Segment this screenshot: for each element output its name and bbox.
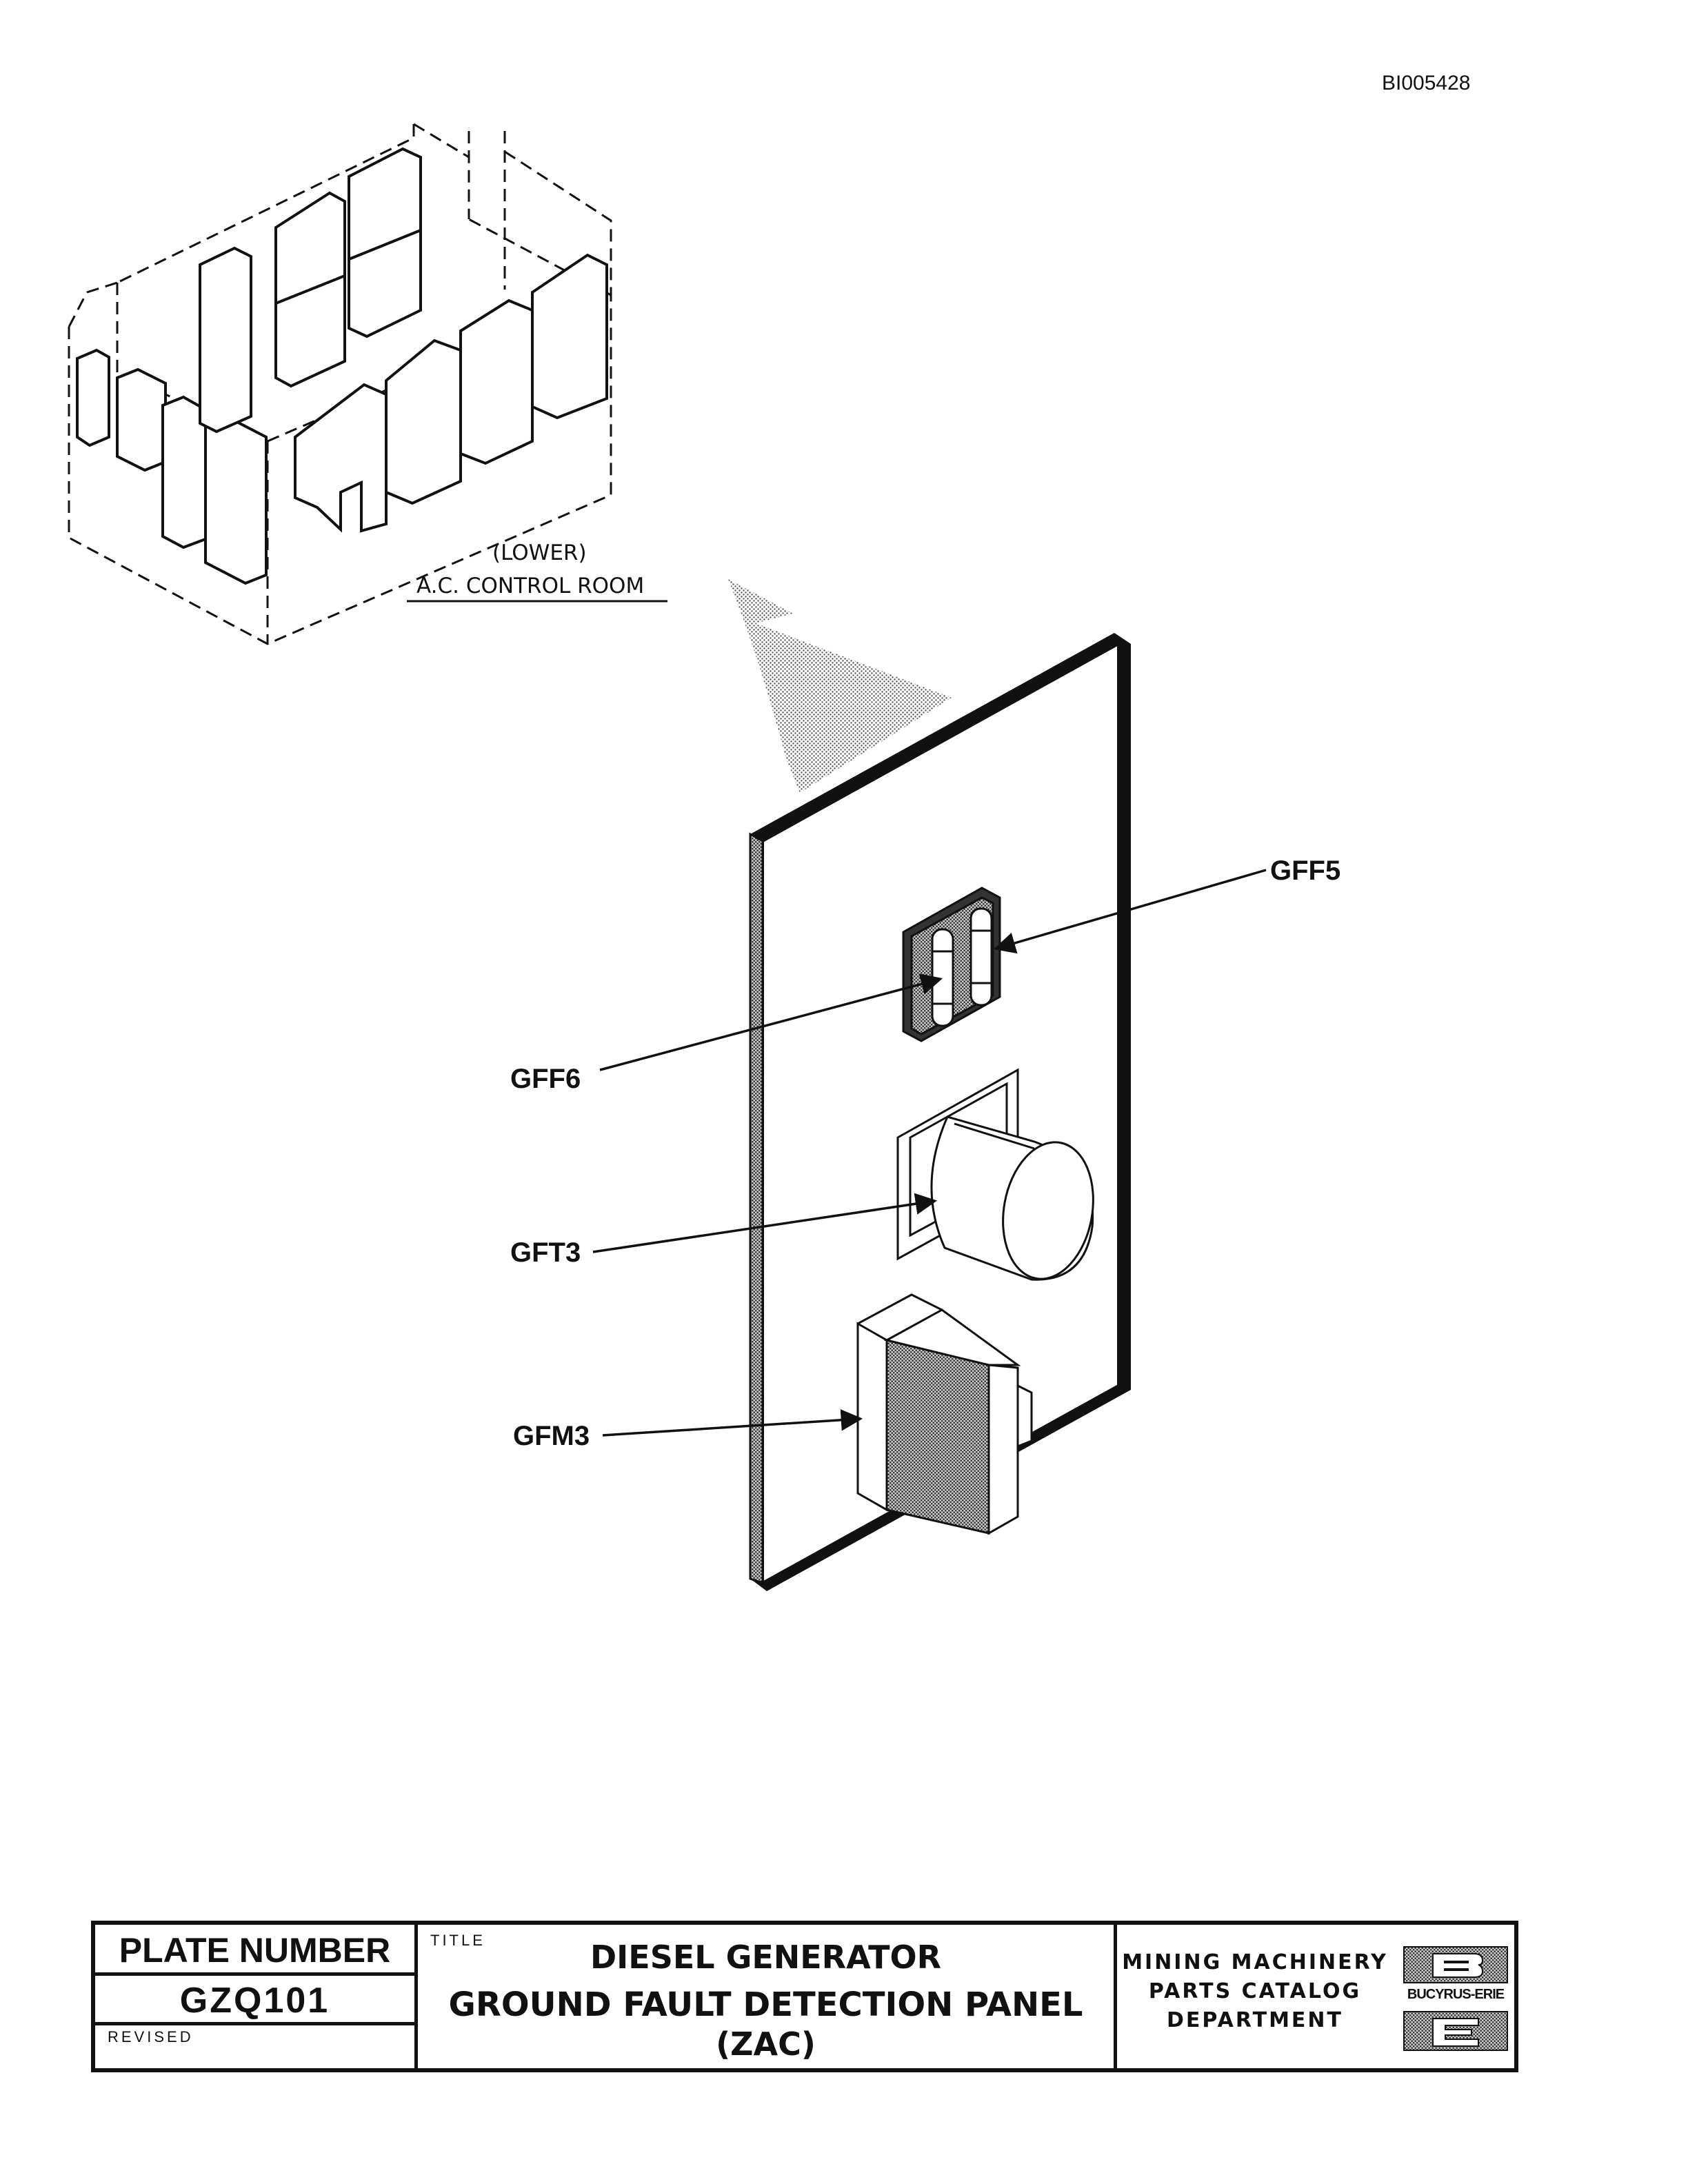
fuse-holder-drawing (902, 887, 1001, 1042)
room-label-ac-control: A.C. CONTROL ROOM (416, 574, 644, 598)
bucyrus-erie-logo: BUCYRUS-ERIE (1403, 1945, 1509, 2056)
plate-number-section: PLATE NUMBER GZQ101 REVISED (95, 1925, 418, 2068)
title-section: TITLE DIESEL GENERATOR GROUND FAULT DETE… (418, 1925, 1117, 2068)
room-label-lower: (LOWER) (492, 540, 587, 565)
title-block: PLATE NUMBER GZQ101 REVISED TITLE DIESEL… (91, 1921, 1518, 2072)
meter-drawing (856, 1293, 1033, 1535)
department-section: MINING MACHINERY PARTS CATALOG DEPARTMEN… (1117, 1925, 1514, 2068)
control-room-drawing (68, 123, 612, 645)
department-line-3: DEPARTMENT (1167, 2008, 1343, 2032)
callout-gft3: GFT3 (510, 1237, 581, 1268)
title-line-2: GROUND FAULT DETECTION PANEL (448, 1985, 1083, 2024)
callout-gfm3: GFM3 (513, 1421, 590, 1451)
parts-diagram: (LOWER) A.C. CONTROL ROOM (68, 123, 1340, 1591)
zoom-arrow (728, 579, 952, 793)
title-line-1: DIESEL GENERATOR (590, 1939, 942, 1976)
transformer-drawing (896, 1068, 1094, 1281)
logo-brand-text: BUCYRUS-ERIE (1407, 1987, 1505, 2002)
title-label: TITLE (430, 1932, 485, 1949)
callout-gff6: GFF6 (510, 1064, 581, 1094)
plate-number-label: PLATE NUMBER (95, 1925, 414, 1976)
logo-icon (1403, 1946, 1508, 2051)
department-text: MINING MACHINERY PARTS CATALOG DEPARTMEN… (1117, 1948, 1393, 2035)
leader-lines (592, 869, 1267, 1437)
document-id: BI005428 (1382, 72, 1471, 94)
department-line-2: PARTS CATALOG (1148, 1979, 1362, 2003)
callout-gff5: GFF5 (1270, 856, 1340, 886)
title-line-3: (ZAC) (716, 2025, 816, 2063)
department-line-1: MINING MACHINERY (1122, 1950, 1388, 1974)
revised-label: REVISED (108, 2028, 194, 2045)
plate-number-value: GZQ101 (95, 1976, 414, 2025)
